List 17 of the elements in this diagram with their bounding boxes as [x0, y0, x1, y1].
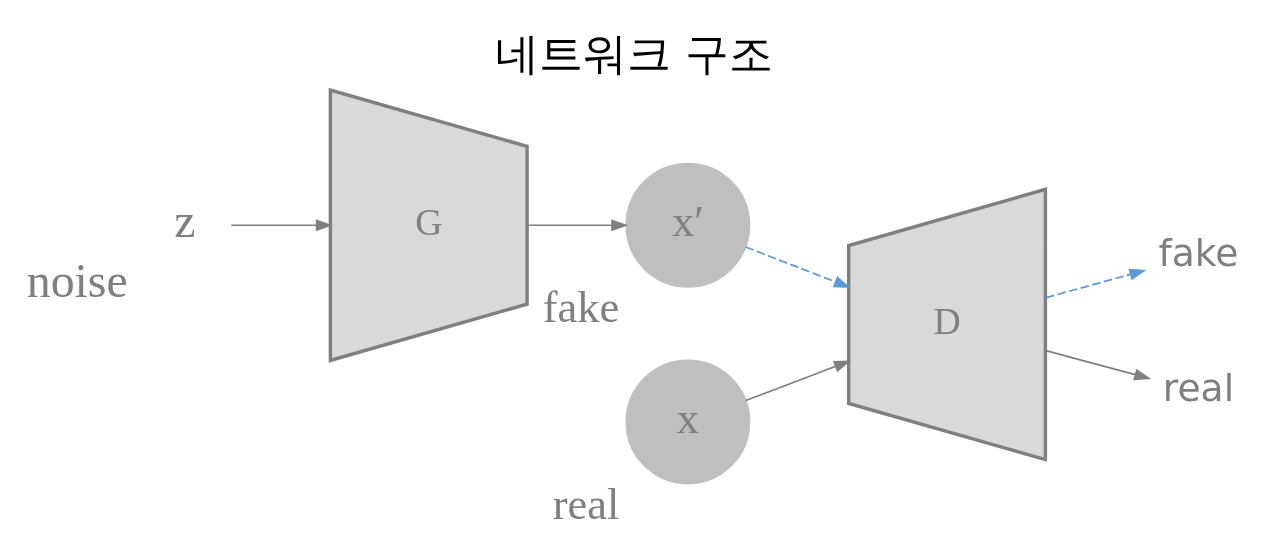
arrow	[1045, 349, 1152, 381]
arrow	[526, 219, 629, 232]
node-box: G	[328, 87, 529, 363]
arrow	[1045, 268, 1147, 299]
node-text: z	[174, 194, 196, 248]
diagram-title: 네트워크 구조	[494, 28, 774, 80]
node-label: real	[552, 479, 620, 530]
node-box: D	[846, 187, 1048, 462]
arrow	[230, 219, 333, 232]
node-label: fake	[542, 282, 620, 333]
node-text: real	[1162, 365, 1235, 410]
node-text: fake	[1158, 230, 1239, 275]
arrow	[744, 360, 851, 402]
node-label: noise	[26, 253, 128, 307]
node-circle: x′	[625, 162, 751, 288]
node-circle: x	[625, 359, 751, 485]
arrow	[744, 246, 851, 288]
